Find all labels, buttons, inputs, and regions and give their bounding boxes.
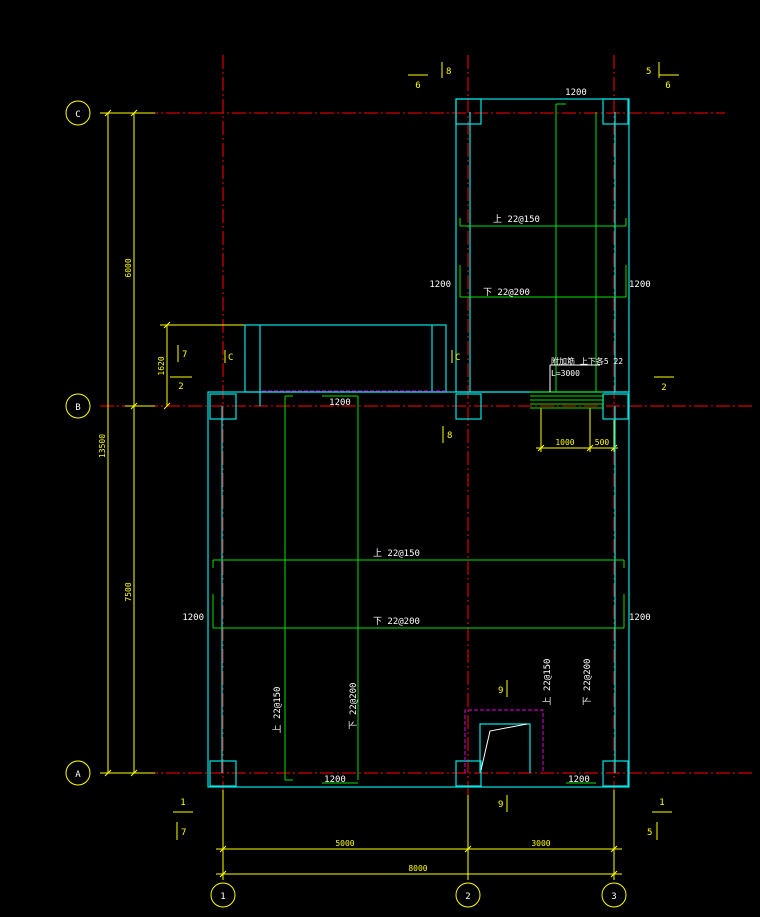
column-A3 <box>602 760 629 787</box>
rebar-additional: 附加筋 上下各5 22 L=3000 <box>530 356 623 409</box>
rebar-additional-label: 附加筋 上下各5 22 <box>551 356 623 366</box>
slab-outlines <box>207 98 630 788</box>
dim-total-vertical: 13500 <box>98 434 107 458</box>
dim-span-1-2: 5000 <box>335 839 354 848</box>
section-5-bottom: 5 <box>647 828 652 838</box>
rebar-vert-right-bottom: 下 22@200 <box>583 659 593 706</box>
dim-upper-right-1200: 1200 <box>629 280 651 290</box>
section-6-right: 6 <box>665 81 670 91</box>
section-marks: 6 8 5 6 7 2 2 8 9 9 1 7 1 5 <box>170 62 679 840</box>
column-C3 <box>602 98 629 125</box>
axis-bubble-3: 3 <box>601 882 627 908</box>
rebar-upper-slab: 上 22@150 下 22@200 1200 1200 1200 <box>429 88 651 392</box>
section-9-bottom: 9 <box>498 800 503 810</box>
section-2-right: 2 <box>661 383 666 393</box>
dim-ledge: 1620 <box>157 356 166 375</box>
section-c-left: C <box>228 353 233 363</box>
dim-lower-right-1200: 1200 <box>629 613 651 623</box>
rebar-additional-length: L=3000 <box>551 369 580 378</box>
dim-upper-left-1200: 1200 <box>429 280 451 290</box>
axis-bubble-2: 2 <box>455 882 481 908</box>
section-7-bottom: 7 <box>181 828 186 838</box>
section-c-mid: C <box>455 353 460 363</box>
column-B3 <box>602 393 629 420</box>
rebar-lower-top: 上 22@150 <box>373 548 420 559</box>
section-1-right: 1 <box>659 798 664 808</box>
rebar-upper-top: 上 22@150 <box>493 214 540 225</box>
dim-lower-left-1200: 1200 <box>182 613 204 623</box>
rebar-vert-left-bottom: 下 22@200 <box>349 683 359 730</box>
axis-bubble-C: C <box>65 100 91 126</box>
axis-label-A: A <box>75 770 81 780</box>
column-C2 <box>455 98 482 125</box>
vertical-dimensions: 6000 7500 13500 1620 <box>98 109 245 777</box>
dim-mid-1200: 1200 <box>329 398 351 408</box>
dim-b-to-a: 7500 <box>124 582 133 601</box>
column-A2 <box>455 760 482 787</box>
dim-upper-top-1200: 1200 <box>565 88 587 98</box>
dim-opening-1000: 1000 <box>555 438 574 447</box>
rebar-lower-bottom: 下 22@200 <box>373 617 420 627</box>
rebar-upper-bottom: 下 22@200 <box>483 288 530 298</box>
axis-bubble-A: A <box>65 760 91 786</box>
dim-opening-500: 500 <box>595 438 610 447</box>
columns <box>209 98 629 787</box>
dim-c-to-b: 6000 <box>124 258 133 277</box>
axis-label-B: B <box>75 403 80 413</box>
axis-label-3: 3 <box>611 892 616 902</box>
section-8-top: 8 <box>446 67 451 77</box>
dim-bottom-1200-a: 1200 <box>324 775 346 785</box>
section-1-left: 1 <box>180 798 185 808</box>
section-8-mid: 8 <box>447 431 452 441</box>
column-B2 <box>455 393 482 420</box>
column-A1 <box>209 760 237 787</box>
section-9-top: 9 <box>498 686 503 696</box>
axis-bubble-1: 1 <box>210 882 236 908</box>
opening-outline <box>464 709 544 773</box>
axis-label-1: 1 <box>220 892 225 902</box>
section-6-left: 6 <box>415 81 420 91</box>
rebar-vert-left-top: 上 22@150 <box>272 687 283 734</box>
horizontal-dimensions: 5000 3000 8000 1000 500 <box>216 408 622 880</box>
section-7: 7 <box>182 350 187 360</box>
axis-label-2: 2 <box>465 892 470 902</box>
section-5-top: 5 <box>646 67 651 77</box>
floor-opening <box>479 723 531 773</box>
dim-span-2-3: 3000 <box>531 839 550 848</box>
axis-label-C: C <box>75 110 80 120</box>
dim-total-horizontal: 8000 <box>408 864 427 873</box>
section-2-left: 2 <box>178 382 183 392</box>
rebar-lower-slab: 上 22@150 下 22@200 1200 1200 1200 1200 12… <box>182 395 651 785</box>
dim-bottom-1200-b: 1200 <box>568 775 590 785</box>
rebar-vert-right-top: 上 22@150 <box>542 659 553 706</box>
axis-bubble-B: B <box>65 393 91 419</box>
column-B1 <box>209 393 237 420</box>
